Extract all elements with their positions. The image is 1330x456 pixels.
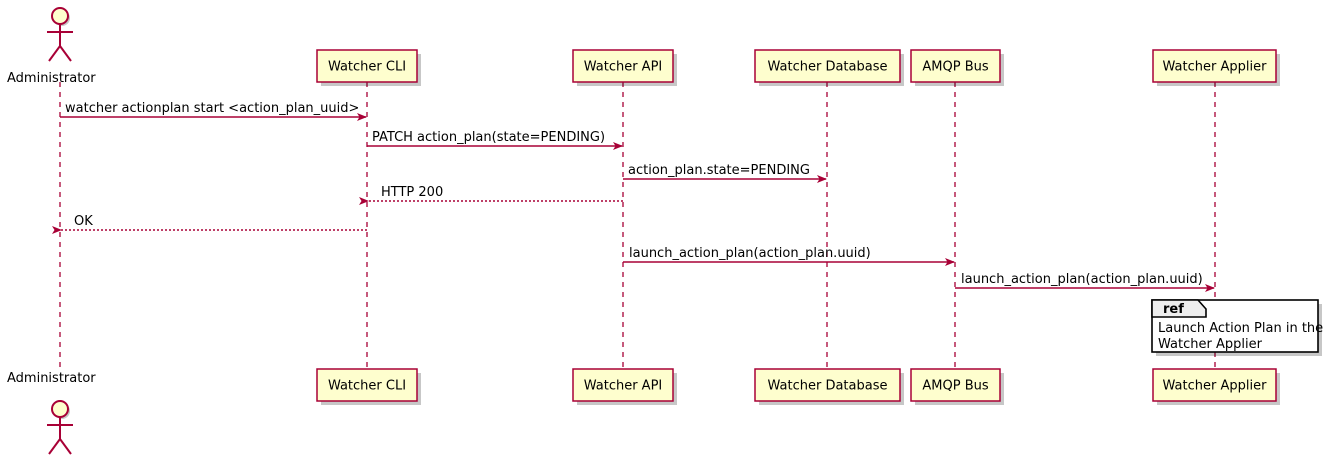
message-label: launch_action_plan(action_plan.uuid) <box>629 246 871 261</box>
message-label: action_plan.state=PENDING <box>628 163 810 178</box>
message-2-watcher-cli-to-watcher-api: PATCH action_plan(state=PENDING) <box>367 130 623 150</box>
participant-label-watcher-applier: Watcher Applier <box>1163 379 1268 394</box>
message-label: launch_action_plan(action_plan.uuid) <box>961 272 1203 287</box>
actor-label-administrator: Administrator <box>7 71 96 86</box>
message-5-watcher-cli-to-administrator: OK <box>52 214 367 234</box>
participant-label-watcher-database: Watcher Database <box>768 379 888 394</box>
participant-label-watcher-applier: Watcher Applier <box>1163 60 1268 75</box>
participants-layer: Watcher CLI Watcher CLI Watcher API Watcher… <box>316 49 1280 405</box>
actor-head <box>51 7 69 25</box>
message-7-amqp-bus-to-watcher-applier: launch_action_plan(action_plan.uuid) <box>955 272 1215 292</box>
message-label: OK <box>74 214 93 229</box>
message-label: watcher actionplan start <action_plan_uu… <box>65 101 359 116</box>
reference-frame-line-1: Launch Action Plan in the <box>1158 321 1323 336</box>
reference-frame-line-2: Watcher Applier <box>1158 337 1263 352</box>
messages-layer: watcher actionplan start <action_plan_uu… <box>52 101 1215 292</box>
participant-label-watcher-api: Watcher API <box>584 60 663 75</box>
participant-label-watcher-cli: Watcher CLI <box>328 379 406 394</box>
message-label: PATCH action_plan(state=PENDING) <box>372 130 605 145</box>
participant-box-watcher-cli-top[interactable]: Watcher CLI <box>316 49 421 86</box>
participant-box-watcher-applier-bottom[interactable]: Watcher Applier <box>1152 368 1280 405</box>
participant-label-watcher-api: Watcher API <box>584 379 663 394</box>
reference-frame-tab <box>1151 299 1207 318</box>
participant-box-watcher-cli-bottom[interactable]: Watcher CLI <box>316 368 421 405</box>
participant-label-amqp-bus: AMQP Bus <box>922 60 988 75</box>
message-1-administrator-to-watcher-cli: watcher actionplan start <action_plan_uu… <box>60 101 367 121</box>
message-label: HTTP 200 <box>381 185 443 200</box>
message-4-watcher-api-to-watcher-cli: HTTP 200 <box>359 185 623 205</box>
participant-box-watcher-api-top[interactable]: Watcher API <box>572 49 677 86</box>
message-3-watcher-api-to-watcher-database: action_plan.state=PENDING <box>623 163 827 183</box>
participant-label-watcher-database: Watcher Database <box>768 60 888 75</box>
participant-label-watcher-cli: Watcher CLI <box>328 60 406 75</box>
reference-frame-tab-label: ref <box>1163 302 1184 317</box>
actor-head <box>51 400 69 418</box>
participant-box-amqp-bus-top[interactable]: AMQP Bus <box>910 49 1004 86</box>
actor-administrator-top: Administrator <box>7 7 96 86</box>
actor-label-administrator: Administrator <box>7 371 96 386</box>
message-6-watcher-api-to-amqp-bus: launch_action_plan(action_plan.uuid) <box>623 246 955 266</box>
lifelines-layer <box>59 82 1216 369</box>
actor-administrator-bottom: Administrator <box>7 371 96 455</box>
participant-box-watcher-api-bottom[interactable]: Watcher API <box>572 368 677 405</box>
participant-box-amqp-bus-bottom[interactable]: AMQP Bus <box>910 368 1004 405</box>
participant-label-amqp-bus: AMQP Bus <box>922 379 988 394</box>
participant-box-watcher-database-bottom[interactable]: Watcher Database <box>754 368 904 405</box>
participant-box-watcher-applier-top[interactable]: Watcher Applier <box>1152 49 1280 86</box>
participant-box-watcher-database-top[interactable]: Watcher Database <box>754 49 904 86</box>
